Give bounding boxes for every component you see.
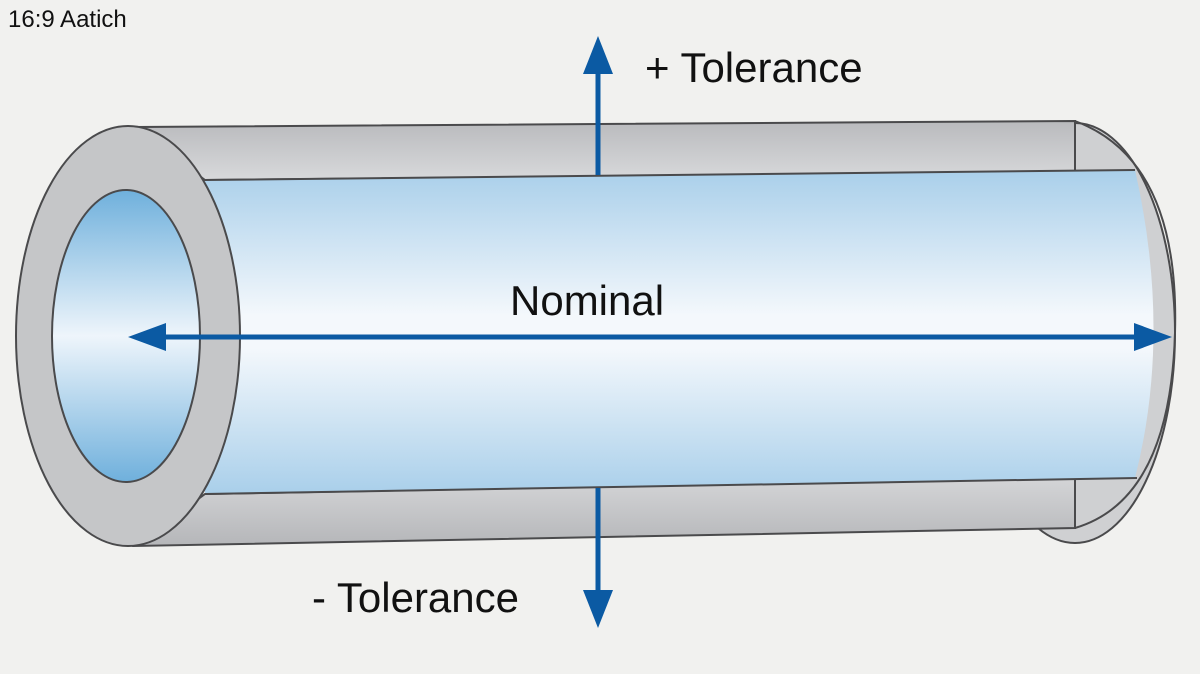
- pipe-body: [131, 119, 1177, 548]
- dimension-arrows: [128, 36, 1172, 628]
- arrow-down-icon: [583, 488, 613, 628]
- bore-bottom-edge: [204, 477, 1138, 495]
- pipe-bore: [205, 170, 1154, 494]
- minus-tolerance-label: - Tolerance: [312, 574, 519, 621]
- pipe-right-outline: [1074, 120, 1177, 529]
- nominal-label: Nominal: [510, 277, 664, 324]
- corner-caption: 16:9 Aatich: [8, 6, 127, 33]
- double-headed-arrow-icon: [128, 323, 1172, 351]
- pipe-wall-top: [132, 119, 1076, 182]
- bore-top-edge: [204, 169, 1136, 181]
- arrow-up-icon: [583, 36, 613, 175]
- plus-tolerance-label: + Tolerance: [645, 44, 863, 91]
